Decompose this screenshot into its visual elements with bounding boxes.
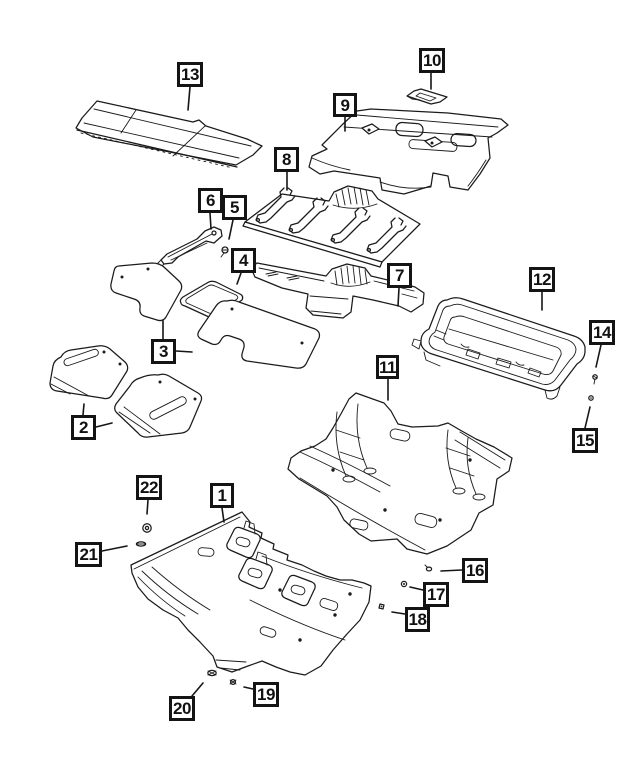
leader-line-14 xyxy=(595,344,602,368)
part-13-load-floor-panel xyxy=(75,100,263,169)
leader-line-7 xyxy=(397,287,400,307)
callout-2[interactable]: 2 xyxy=(71,415,96,440)
part-15-clip xyxy=(588,395,594,401)
callout-19[interactable]: 19 xyxy=(253,682,279,707)
callout-17[interactable]: 17 xyxy=(423,582,449,607)
leader-line-1 xyxy=(221,507,225,523)
callout-22[interactable]: 22 xyxy=(136,475,162,500)
part-21-oval-clip xyxy=(135,541,147,547)
leader-line-15 xyxy=(584,406,591,429)
callout-18[interactable]: 18 xyxy=(405,607,430,632)
part-2-front-mats xyxy=(49,345,203,438)
part-16-push-pin xyxy=(424,564,433,572)
part-22-grommet xyxy=(142,523,152,533)
leader-line-18 xyxy=(391,611,406,615)
part-1-front-floor-carpet xyxy=(130,511,372,676)
part-8-slide-rail-mat xyxy=(242,185,421,268)
part-18-push-pin xyxy=(378,603,385,610)
part-10-bracket xyxy=(406,88,448,105)
callout-1[interactable]: 1 xyxy=(210,483,234,508)
part-17-push-pin xyxy=(400,580,408,588)
leader-line-21 xyxy=(101,545,128,552)
part-9-rear-floor-carpet-panel xyxy=(308,108,509,195)
leader-line-16 xyxy=(440,569,463,572)
callout-20[interactable]: 20 xyxy=(169,696,195,721)
callout-10[interactable]: 10 xyxy=(419,48,445,73)
leader-line-22 xyxy=(146,499,149,515)
part-20-fastener xyxy=(207,669,217,677)
callout-14[interactable]: 14 xyxy=(589,320,615,345)
callout-8[interactable]: 8 xyxy=(274,147,299,172)
callout-21[interactable]: 21 xyxy=(75,542,102,567)
callout-16[interactable]: 16 xyxy=(462,558,488,583)
part-6-bracket xyxy=(156,226,223,267)
leader-line-2 xyxy=(82,403,85,416)
part-12-storage-bin xyxy=(411,297,586,400)
leader-line-3 xyxy=(175,350,193,353)
leader-line-20 xyxy=(191,682,204,697)
callout-4[interactable]: 4 xyxy=(231,248,256,273)
part-11-rear-floor-carpet xyxy=(287,392,513,555)
leader-line-13 xyxy=(187,86,191,111)
callout-6[interactable]: 6 xyxy=(198,188,223,213)
leader-line-2 xyxy=(95,422,113,428)
callout-13[interactable]: 13 xyxy=(177,62,203,87)
leader-line-6 xyxy=(209,212,212,230)
callout-9[interactable]: 9 xyxy=(333,93,357,117)
callout-7[interactable]: 7 xyxy=(387,263,412,288)
callout-5[interactable]: 5 xyxy=(222,195,247,220)
leader-line-19 xyxy=(243,686,254,690)
callout-15[interactable]: 15 xyxy=(572,428,598,453)
part-3-rear-mats xyxy=(110,262,321,369)
part-14-screw xyxy=(592,374,598,385)
part-19-fastener xyxy=(229,678,237,686)
leader-lines xyxy=(82,72,602,697)
leader-line-5 xyxy=(228,219,234,240)
leader-line-4 xyxy=(236,272,242,285)
callout-11[interactable]: 11 xyxy=(376,355,399,379)
callout-3[interactable]: 3 xyxy=(151,339,176,364)
leader-line-17 xyxy=(409,586,424,591)
part-5-screw xyxy=(220,246,229,258)
callout-12[interactable]: 12 xyxy=(529,267,555,292)
